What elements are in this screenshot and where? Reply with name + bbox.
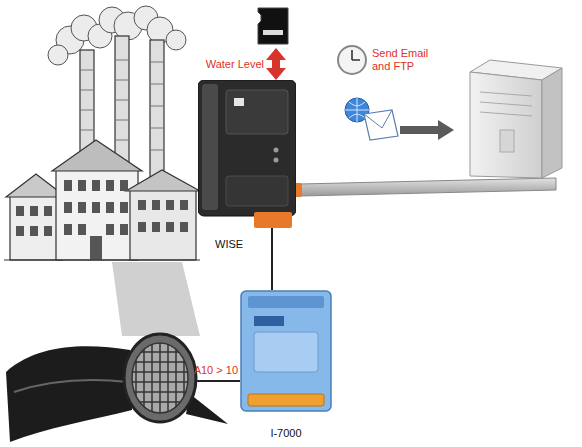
factory-buildings-part-part <box>90 236 102 260</box>
factory-buildings-part <box>56 170 138 260</box>
wise-controller-art <box>198 80 296 228</box>
factory-buildings-part-part <box>120 224 128 235</box>
factory-chimneys-part <box>150 40 164 192</box>
factory-buildings-part-part <box>16 206 24 216</box>
send-arrow-part <box>400 126 440 134</box>
server-tower-part <box>470 72 542 178</box>
io-module-art <box>240 290 332 412</box>
factory-smoke-part <box>166 30 186 50</box>
send-arrow <box>400 120 454 140</box>
send-arrow-part <box>438 120 454 140</box>
wise-controller: WISE <box>198 80 296 228</box>
factory-buildings-part <box>4 259 200 260</box>
microsd-card <box>258 8 288 44</box>
factory-buildings-part-part <box>152 222 160 232</box>
factory-buildings-part-part <box>180 200 188 210</box>
email-icon-part <box>364 110 392 128</box>
factory-buildings-part-part <box>166 222 174 232</box>
factory-buildings-part <box>52 140 142 171</box>
factory-buildings-part-part <box>78 180 86 191</box>
factory-buildings-part <box>126 170 200 191</box>
factory-buildings-part-part <box>138 222 146 232</box>
module-panel <box>254 332 318 372</box>
microsd-card-part <box>263 30 283 35</box>
clock-icon-part <box>338 46 366 74</box>
factory-buildings-part <box>130 190 196 260</box>
server-bar-part <box>300 178 556 196</box>
red-double-arrow <box>266 48 286 80</box>
device-label: I-7000 <box>270 427 301 440</box>
module-terminal-bottom <box>248 394 324 406</box>
io-module: I-7000 <box>240 290 332 412</box>
factory-buildings-part-part <box>64 224 72 235</box>
server-tower-part <box>542 68 562 178</box>
factory-buildings-part-part <box>44 226 52 236</box>
waste-streaks-part <box>6 346 132 442</box>
connector-line <box>272 228 273 290</box>
factory-buildings <box>4 140 200 260</box>
factory-buildings-part-part <box>152 200 160 210</box>
zoom-funnel <box>112 262 200 336</box>
red-double-arrow-part <box>266 48 286 80</box>
server-tower-part <box>480 92 532 116</box>
factory-buildings-part <box>10 196 62 260</box>
factory-buildings-part-part <box>16 226 24 236</box>
device-panel <box>226 90 288 134</box>
factory-buildings-part-part <box>78 202 86 213</box>
server-tower-part <box>500 130 514 152</box>
device-label: WISE <box>215 238 243 251</box>
factory-buildings-part-part <box>78 224 86 235</box>
factory-buildings-part-part <box>64 202 72 213</box>
module-terminal-top <box>248 296 324 308</box>
action-label: Send Email and FTP <box>372 47 438 73</box>
microsd-card-part <box>258 8 288 44</box>
pipe-grating-part <box>128 340 192 420</box>
factory-buildings-part-part <box>30 206 38 216</box>
clock-icon-part <box>352 50 360 60</box>
connector-wire <box>271 228 273 290</box>
factory-buildings-part-part <box>106 180 114 191</box>
device-body <box>198 80 296 216</box>
factory-buildings-part <box>16 180 188 260</box>
factory-buildings-part-part <box>120 180 128 191</box>
condition-label: A10 > 10 <box>194 364 238 377</box>
email-icon-part <box>364 110 398 140</box>
waste-streaks-part <box>14 380 128 392</box>
factory-buildings-part-part <box>106 224 114 235</box>
pipe-grating <box>124 334 196 422</box>
factory-buildings-part-part <box>92 180 100 191</box>
pipe-grating-part <box>124 334 196 422</box>
clock-icon <box>338 46 366 74</box>
factory-buildings-part-part <box>166 200 174 210</box>
server-tower <box>470 60 562 178</box>
signal-label: Water Level <box>206 58 264 71</box>
pipe-grating-part-part <box>128 352 192 402</box>
module-body <box>241 291 331 411</box>
device-led <box>274 148 279 153</box>
factory-buildings-part-part <box>30 226 38 236</box>
factory-chimneys-part <box>80 60 164 150</box>
factory-buildings-part-part <box>44 206 52 216</box>
factory-buildings-part-part <box>64 180 72 191</box>
device-panel <box>226 176 288 206</box>
sensor-wire <box>196 380 240 382</box>
factory-buildings-part-part <box>92 202 100 213</box>
device-led <box>274 158 279 163</box>
email-icon <box>364 110 398 140</box>
module-logo <box>254 316 284 326</box>
factory-buildings-part-part <box>106 202 114 213</box>
device-logo <box>234 98 244 106</box>
factory-buildings-part-part <box>138 200 146 210</box>
device-connector <box>254 212 292 228</box>
factory-buildings-part-part <box>180 222 188 232</box>
factory-smoke-part <box>48 45 68 65</box>
factory-buildings-part-part <box>120 202 128 213</box>
server-bar <box>292 178 556 197</box>
device-side <box>202 84 218 210</box>
